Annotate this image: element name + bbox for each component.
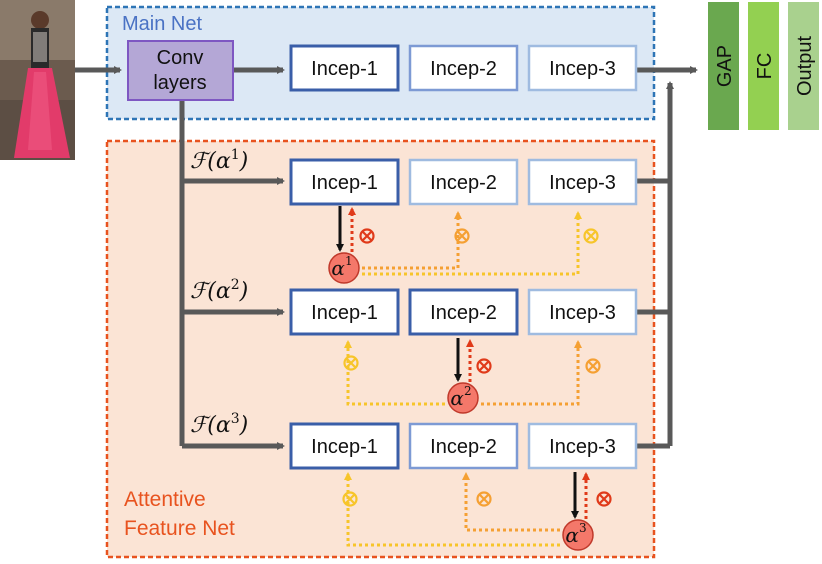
branch-function-labels: ℱ(α1) ℱ(α2) ℱ(α3) (190, 147, 248, 438)
svg-text:α1: α1 (331, 254, 352, 280)
attentive-net-box (105, 139, 656, 559)
multiply-icon (476, 491, 492, 507)
branch-label-3: ℱ(α3) (190, 411, 248, 438)
incep-block-branch-3-2: Incep-2 (408, 422, 519, 470)
incep-label: Incep-1 (311, 58, 378, 80)
incep-block-branch-3-1: Incep-1 (289, 422, 400, 470)
svg-text:α2: α2 (450, 384, 471, 410)
conv-layers-line2: layers (153, 72, 206, 94)
output-block-label: GAP (714, 45, 736, 87)
incep-label: Incep-2 (430, 436, 497, 458)
conv-layers-line1: Conv (157, 47, 204, 69)
multiply-icon (596, 491, 612, 507)
incep-block-branch-2-3: Incep-3 (527, 288, 638, 336)
attentive-net-title-line1: Attentive (124, 488, 206, 511)
output-block-label: Output (794, 36, 816, 96)
multiply-icon (476, 358, 492, 374)
incep-label: Incep-1 (311, 172, 378, 194)
incep-block-branch-2-1: Incep-1 (289, 288, 400, 336)
alpha-node-3: α3 (562, 519, 594, 551)
output-block-output: Output (788, 2, 819, 130)
alpha-node-1: α1 (328, 252, 360, 284)
output-block-gap: GAP (708, 2, 739, 130)
incep-block-branch-1-1: Incep-1 (289, 158, 400, 206)
multiply-icon (585, 358, 601, 374)
incep-label: Incep-3 (549, 302, 616, 324)
multiply-icon (343, 355, 359, 371)
incep-block-branch-3-3: Incep-3 (527, 422, 638, 470)
incep-label: Incep-1 (311, 436, 378, 458)
incep-label: Incep-3 (549, 58, 616, 80)
alpha-node-2: α2 (447, 382, 479, 414)
trunk-connections (75, 66, 698, 450)
conv-layers-block: Conv layers (127, 40, 234, 101)
incep-label: Incep-2 (430, 302, 497, 324)
alpha-nodes: α1 α2 α3 (328, 252, 594, 551)
output-block-label: FC (754, 53, 776, 80)
incep-label: Incep-1 (311, 302, 378, 324)
multiply-symbols (342, 228, 612, 507)
main-net-title: Main Net (122, 13, 202, 35)
incep-block-branch-2-2: Incep-2 (408, 288, 519, 336)
incep-label: Incep-2 (430, 172, 497, 194)
output-block-fc: FC (748, 2, 779, 130)
multiply-icon (342, 491, 358, 507)
input-person-image (0, 0, 75, 160)
incep-label: Incep-3 (549, 436, 616, 458)
incep-block-branch-1-3: Incep-3 (527, 158, 638, 206)
branch-label-1: ℱ(α1) (190, 147, 248, 174)
multiply-icon (454, 228, 470, 244)
incep-block-branch-1-2: Incep-2 (408, 158, 519, 206)
svg-text:α3: α3 (565, 521, 586, 547)
multiply-icon (583, 228, 599, 244)
incep-block-main-2: Incep-2 (408, 44, 519, 92)
branch-label-2: ℱ(α2) (190, 277, 248, 304)
incep-label: Incep-3 (549, 172, 616, 194)
output-blocks: GAP FC Output (708, 2, 819, 130)
incep-block-main-3: Incep-3 (527, 44, 638, 92)
multiply-icon (359, 228, 375, 244)
feature-to-alpha-arrows (336, 206, 579, 519)
attentive-net-title-line2: Feature Net (124, 517, 235, 540)
incep-label: Incep-2 (430, 58, 497, 80)
incep-block-main-1: Incep-1 (289, 44, 400, 92)
